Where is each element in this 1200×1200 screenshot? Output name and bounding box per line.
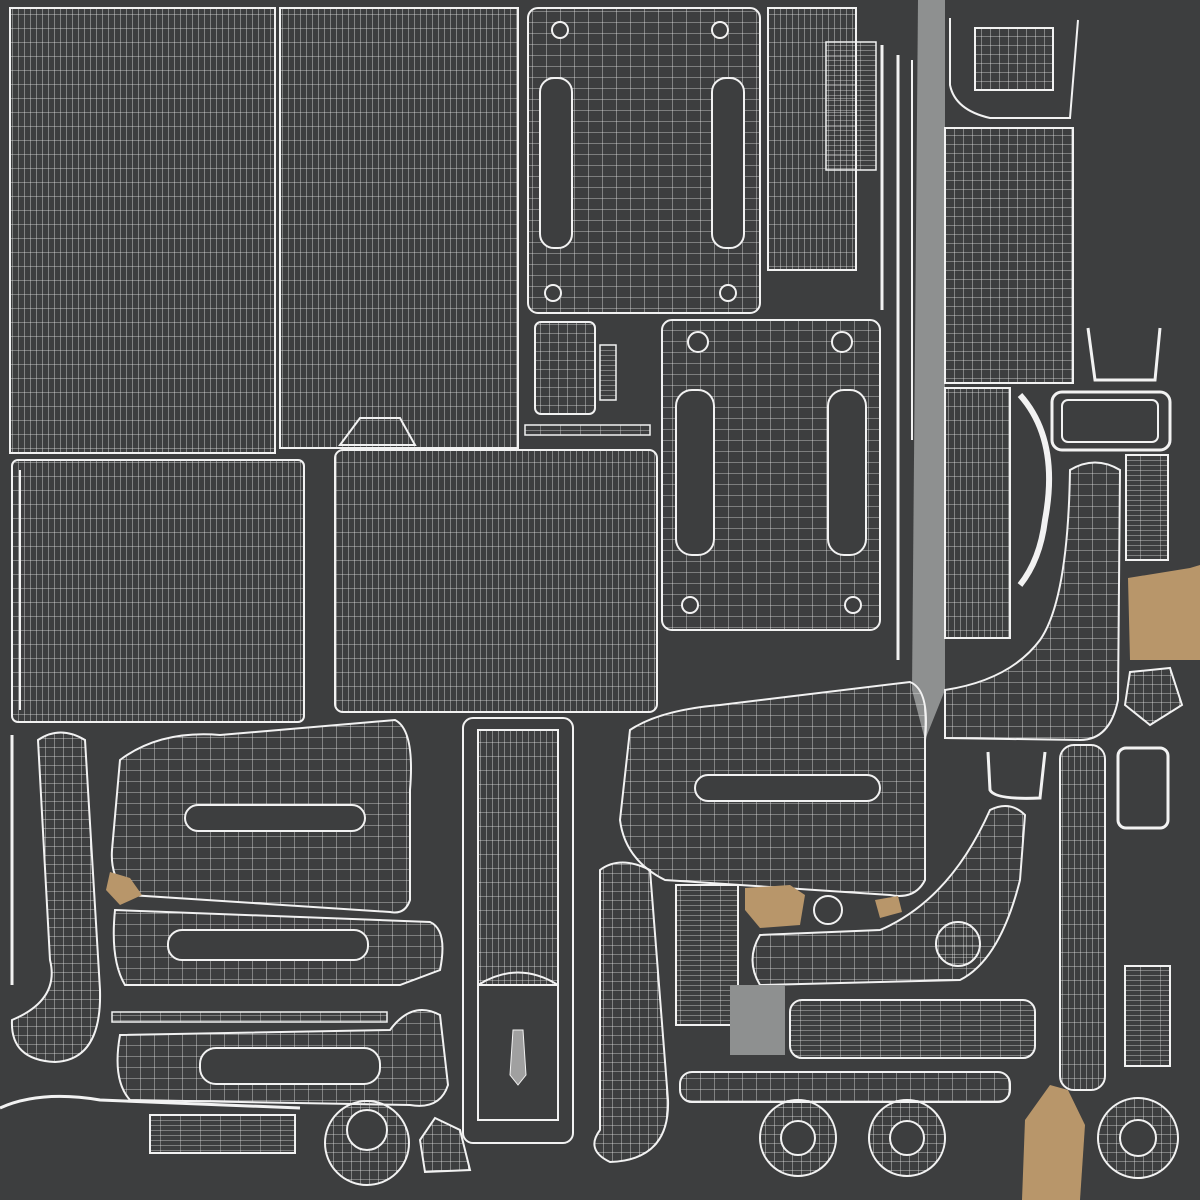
uv-wheel-1-inner	[346, 1109, 388, 1151]
slot-right	[711, 77, 745, 249]
hole-mid-tl	[687, 331, 709, 353]
uv-trigger-guard	[1017, 393, 1053, 587]
uv-right-grid	[944, 127, 1074, 384]
uv-magazine-inner	[477, 729, 559, 986]
hole-mid-bl	[681, 596, 699, 614]
hole-mid-tr	[831, 331, 853, 353]
hole-br	[719, 284, 737, 302]
uv-panel-top-center-tab	[338, 417, 417, 446]
slot-stock-lower	[199, 1047, 381, 1085]
uv-small-box-1	[534, 321, 596, 415]
slot-left	[539, 77, 573, 249]
uv-grid-small-1	[675, 884, 739, 1026]
uv-far-right-col	[1059, 744, 1106, 1091]
slot-stock-mid	[167, 929, 369, 961]
uv-left-pin	[10, 731, 102, 1064]
uv-skin-patch-4	[875, 896, 902, 918]
uv-right-strip	[1125, 454, 1169, 561]
uv-gear-2	[935, 921, 981, 967]
uv-long-bar	[789, 999, 1036, 1059]
uv-right-strip-2	[1124, 965, 1171, 1067]
uv-handguard-side	[593, 861, 670, 1164]
uv-magazine-pin	[509, 1029, 527, 1086]
uv-small-tri-1	[1123, 666, 1184, 727]
uv-right-top-frame	[949, 18, 1079, 119]
grey-stripe	[912, 0, 945, 740]
uv-bottom-box-left	[149, 1114, 296, 1154]
uv-right-bracket	[1086, 327, 1162, 382]
uv-curved-rail	[0, 1094, 301, 1110]
uv-wheel-3-inner	[889, 1120, 925, 1156]
uv-skin-patch-2	[106, 872, 142, 905]
hole-bl	[544, 284, 562, 302]
uv-panel-mid-center	[334, 449, 658, 713]
uv-panel-top-left	[9, 7, 276, 454]
uv-receiver-top	[527, 7, 761, 314]
uv-wheel-4-inner	[1119, 1119, 1157, 1157]
uv-long-bar-2	[679, 1071, 1011, 1103]
slot-stock-upper	[184, 804, 366, 832]
uv-bottom-strip-left	[111, 1011, 388, 1023]
uv-gray-block	[730, 985, 785, 1055]
slot-mid-left	[675, 389, 715, 556]
uv-grip-right	[944, 461, 1122, 742]
uv-right-grid-2	[944, 387, 1011, 639]
uv-right-battery-inner	[1061, 399, 1159, 443]
slot-handguard-upper	[694, 774, 881, 802]
uv-receiver-mid	[661, 319, 881, 631]
uv-panel-top-center	[279, 7, 519, 449]
uv-skin-patch-5	[1022, 1085, 1085, 1200]
uv-right-cap	[1116, 746, 1170, 830]
slot-mid-right	[827, 389, 867, 556]
uv-skin-patch-3	[745, 885, 805, 928]
uv-small-box-2	[599, 344, 617, 401]
uv-strip-col-2	[825, 41, 877, 171]
uv-small-u	[986, 751, 1047, 800]
uv-small-tri-2	[418, 1116, 472, 1174]
hole-tr	[711, 21, 729, 39]
uv-magazine-base	[477, 971, 559, 1121]
uv-small-strip-1	[524, 424, 651, 436]
uv-skin-patch-1	[1128, 565, 1200, 660]
hole-tl	[551, 21, 569, 39]
uv-panel-mid-left	[11, 459, 305, 723]
uv-wheel-2-inner	[780, 1120, 816, 1156]
hole-mid-br	[844, 596, 862, 614]
uv-right-top-box	[974, 27, 1054, 91]
uv-gear-1	[813, 895, 843, 925]
